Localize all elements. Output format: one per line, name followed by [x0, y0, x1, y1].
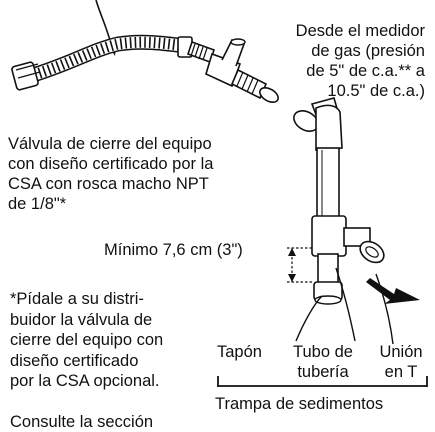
sediment-trap-pipe	[313, 253, 343, 305]
shutoff-valve	[186, 38, 279, 104]
tee-union	[311, 215, 385, 264]
gas-flow-arrow	[366, 278, 420, 304]
minimum-dimension-marker	[287, 247, 314, 283]
shutoff-valve-label: Válvula de cierre del equipo con diseño …	[8, 135, 214, 213]
sediment-trap-bracket	[217, 376, 428, 387]
flexible-gas-hose	[11, 34, 194, 91]
pipe-elbow	[293, 97, 343, 151]
pipe-leader-line	[335, 267, 356, 342]
tee-label: Unión en T	[379, 343, 423, 381]
diagram-artwork	[11, 0, 428, 387]
cap-label: Tapón	[217, 343, 262, 361]
minimum-distance-label: Mínimo 7,6 cm (3")	[104, 241, 243, 259]
gas-connection-diagram: Desde el medidor de gas (presión de 5" d…	[8, 0, 428, 431]
footnote-cut-text: Consulte la sección	[10, 413, 154, 431]
tee-leader-line	[375, 273, 394, 345]
footnote-text: *Pídale a su distri- buidor la válvula d…	[10, 290, 164, 390]
sediment-trap-label: Trampa de sedimentos	[215, 395, 384, 413]
vertical-supply-pipe	[316, 147, 340, 219]
pipe-label: Tubo de tubería	[293, 343, 353, 381]
cap-leader-line	[295, 295, 323, 342]
gas-meter-label: Desde el medidor de gas (presión de 5" d…	[295, 22, 425, 100]
